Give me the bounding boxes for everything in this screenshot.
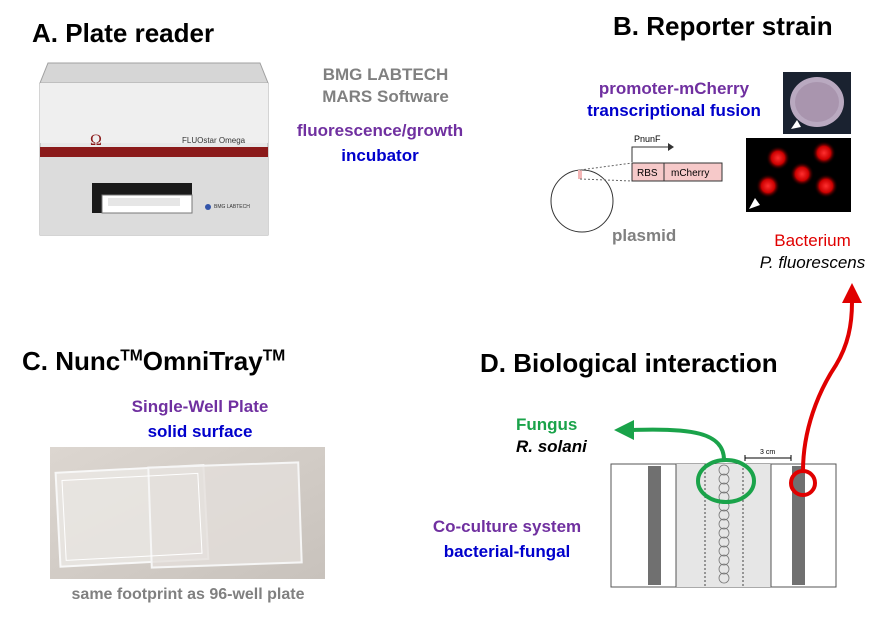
fungus-arrow <box>631 427 726 461</box>
panel-d-heading: D. Biological interaction <box>480 348 778 378</box>
omnitray-image <box>50 447 325 579</box>
panel-b-heading: B. Reporter strain <box>613 11 833 41</box>
mcherry-label: mCherry <box>671 168 709 179</box>
omega-logo: Ω <box>90 132 102 149</box>
plate-line-1: Single-Well Plate <box>131 397 269 416</box>
software-label: BMG LABTECH MARS Software <box>298 64 473 108</box>
promoter-label: PnunF <box>634 134 661 144</box>
bacteria-strip-right <box>792 466 805 585</box>
function-line-1: fluorescence/growth <box>296 121 464 140</box>
function-label: fluorescence/growth incubator <box>280 118 480 168</box>
fusion-line-1: promoter-mCherry <box>598 79 750 98</box>
plate-line-2: solid surface <box>147 422 253 441</box>
colony-image <box>783 72 851 134</box>
fungus-species: R. solani <box>516 437 587 456</box>
bacterium-label: Bacterium P. fluorescens <box>745 230 880 274</box>
function-line-2: incubator <box>341 146 419 165</box>
rbs-label: RBS <box>637 168 658 179</box>
footprint-note: same footprint as 96-well plate <box>71 586 305 603</box>
software-line-2: MARS Software <box>322 87 449 106</box>
fungus-label: Fungus R. solani <box>516 414 587 458</box>
fusion-label: promoter-mCherry transcriptional fusion <box>568 78 780 122</box>
panel-a-heading: A. Plate reader <box>32 18 215 48</box>
plasmid-construct: PnunF RBS mCherry <box>550 134 723 233</box>
construct-box <box>631 162 723 182</box>
arrow-head-icon <box>614 420 634 440</box>
plasmid-label: plasmid <box>612 226 677 245</box>
bacteria-strip-left <box>648 466 661 585</box>
bacterium-arrow <box>801 301 854 472</box>
arrow-head-icon <box>842 283 862 303</box>
scale-label: 3 cm <box>760 449 775 456</box>
fusion-line-2: transcriptional fusion <box>587 101 761 120</box>
plate-type-label: Single-Well Plate solid surface <box>90 394 310 444</box>
device-model-text: FLUOstar Omega <box>182 136 246 145</box>
bacterium-species: P. fluorescens <box>759 253 866 272</box>
panel-c-heading: C. NuncTMOmniTrayTM <box>22 346 286 376</box>
coculture-line-1: Co-culture system <box>432 517 582 536</box>
device-brand-text: BMG LABTECH <box>214 204 250 210</box>
bacterium-type: Bacterium <box>774 231 851 250</box>
arrowhead-icon <box>749 198 760 209</box>
fluorescence-image <box>746 138 851 212</box>
arrowhead-icon <box>791 120 801 129</box>
software-line-1: BMG LABTECH <box>322 65 449 84</box>
coculture-line-2: bacterial-fungal <box>443 542 571 561</box>
plate-reader-image: Ω FLUOstar Omega BMG LABTECH <box>39 62 269 236</box>
fungus-type: Fungus <box>516 415 578 434</box>
coculture-label: Co-culture system bacterial-fungal <box>418 514 596 564</box>
